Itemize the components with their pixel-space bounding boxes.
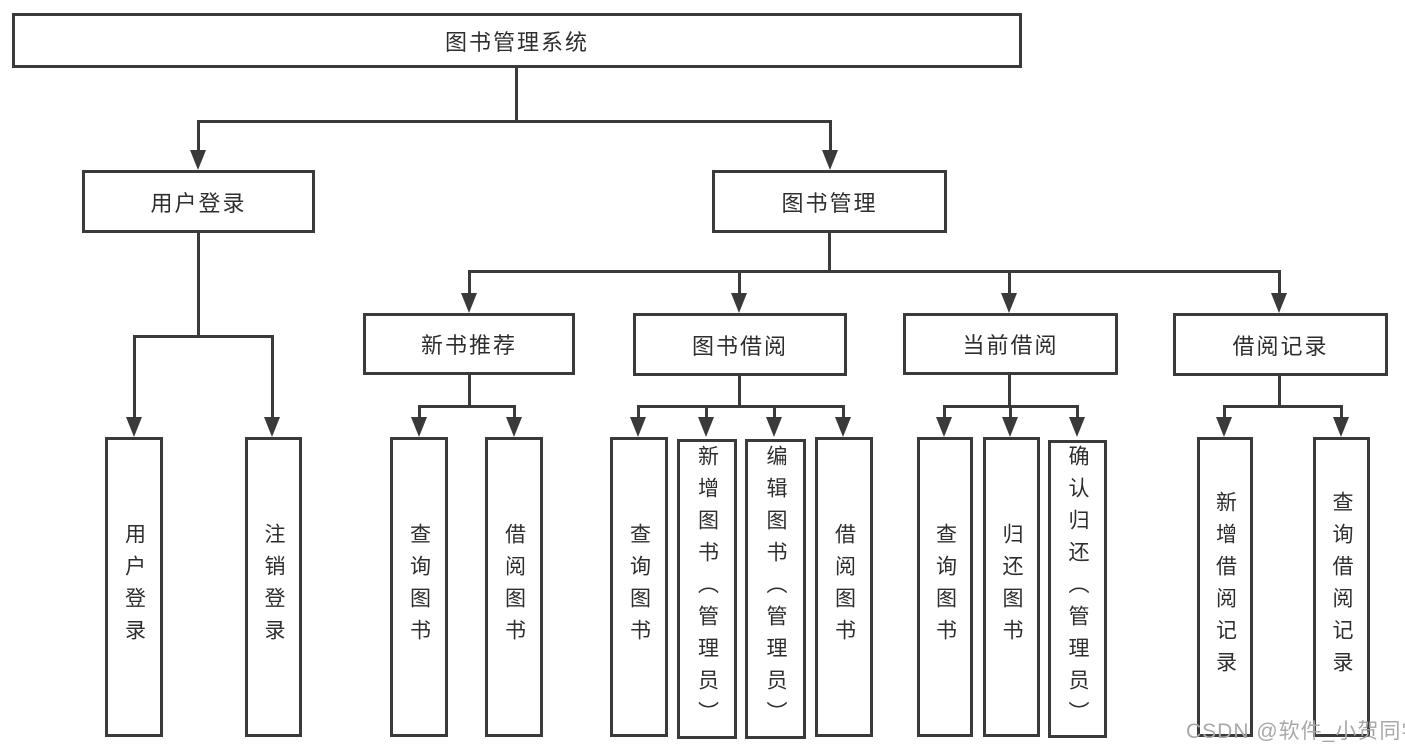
- node-label: 新增借阅记录: [1213, 491, 1237, 683]
- node-library-management-system: 图书管理系统: [12, 13, 1022, 68]
- node-label: 查询图书: [627, 523, 651, 651]
- edge-line: [1008, 375, 1011, 407]
- edge-line: [773, 405, 776, 419]
- node-label: 图书管理: [781, 190, 878, 216]
- edge-line: [513, 405, 516, 419]
- leaf-add-borrow-record: 新增借阅记录: [1197, 437, 1253, 737]
- leaf-query-books-borrowing: 查询图书: [610, 437, 668, 737]
- edge-line: [828, 233, 831, 272]
- edge-line: [271, 335, 274, 419]
- node-label: 确认归还（管理员）: [1066, 445, 1089, 733]
- node-current-borrowing: 当前借阅: [903, 313, 1118, 375]
- edge-line: [1223, 405, 1343, 408]
- node-label: 图书管理系统: [444, 29, 589, 55]
- arrow-down-icon: [698, 417, 714, 437]
- leaf-borrow-books-borrowing: 借阅图书: [815, 437, 873, 737]
- node-label: 当前借阅: [962, 333, 1059, 358]
- edge-line: [1278, 375, 1281, 407]
- edge-line: [943, 405, 946, 419]
- edge-line: [197, 233, 200, 337]
- node-label: 查询借阅记录: [1330, 491, 1353, 683]
- node-label: 图书借阅: [691, 333, 788, 359]
- node-new-book-recommendation: 新书推荐: [363, 313, 575, 375]
- leaf-add-books-admin: 新增图书（管理员）: [677, 439, 737, 739]
- arrow-down-icon: [835, 417, 851, 437]
- edge-line: [1340, 405, 1343, 419]
- edge-line: [1278, 270, 1281, 296]
- leaf-return-books: 归还图书: [983, 437, 1040, 737]
- edge-line: [468, 375, 471, 407]
- edge-line: [705, 405, 708, 419]
- edge-line: [842, 405, 845, 419]
- edge-line: [197, 120, 200, 155]
- node-label: 新书推荐: [420, 333, 517, 358]
- edge-line: [1076, 405, 1079, 419]
- arrow-down-icon: [461, 293, 477, 313]
- arrow-down-icon: [630, 417, 646, 437]
- edge-line: [829, 120, 832, 155]
- edge-line: [738, 270, 741, 296]
- arrow-down-icon: [264, 417, 280, 437]
- node-user-login: 用户登录: [82, 170, 315, 233]
- node-label: 查询图书: [933, 523, 957, 651]
- edge-line: [515, 68, 518, 121]
- arrow-down-icon: [1216, 417, 1232, 437]
- edge-line: [468, 270, 471, 296]
- node-label: 用户登录: [150, 190, 247, 216]
- node-label: 借阅图书: [502, 523, 526, 651]
- csdn-watermark: CSDN @软件_小贺同学: [1186, 720, 1405, 743]
- edge-line: [197, 120, 832, 123]
- node-label: 注销登录: [262, 523, 285, 651]
- arrow-down-icon: [766, 417, 782, 437]
- leaf-confirm-return-admin: 确认归还（管理员）: [1048, 440, 1107, 738]
- arrow-down-icon: [822, 150, 838, 170]
- arrow-down-icon: [1069, 417, 1085, 437]
- leaf-logout: 注销登录: [245, 437, 302, 737]
- arrow-down-icon: [1333, 417, 1349, 437]
- leaf-query-books-recommend: 查询图书: [390, 437, 448, 737]
- node-label: 编辑图书（管理员）: [764, 445, 787, 733]
- arrow-down-icon: [506, 417, 522, 437]
- edge-line: [1009, 405, 1012, 419]
- leaf-query-books-current: 查询图书: [917, 437, 973, 737]
- node-label: 借阅图书: [832, 523, 856, 651]
- arrow-down-icon: [190, 150, 206, 170]
- edge-line: [468, 270, 1281, 273]
- leaf-query-borrow-record: 查询借阅记录: [1313, 437, 1370, 737]
- edge-line: [133, 335, 136, 419]
- arrow-down-icon: [936, 417, 952, 437]
- node-borrowing-records: 借阅记录: [1173, 313, 1388, 376]
- arrow-down-icon: [1001, 293, 1017, 313]
- arrow-down-icon: [1002, 417, 1018, 437]
- node-label: 用户登录: [122, 523, 146, 651]
- arrow-down-icon: [126, 417, 142, 437]
- edge-line: [637, 405, 845, 408]
- leaf-user-login: 用户登录: [105, 437, 163, 737]
- node-label: 新增图书（管理员）: [695, 445, 719, 733]
- edge-line: [738, 375, 741, 407]
- leaf-edit-books-admin: 编辑图书（管理员）: [745, 439, 806, 739]
- node-book-management: 图书管理: [712, 170, 947, 233]
- arrow-down-icon: [1271, 293, 1287, 313]
- edge-line: [133, 335, 274, 338]
- edge-line: [637, 405, 640, 419]
- arrow-down-icon: [411, 417, 427, 437]
- edge-line: [1008, 270, 1011, 296]
- node-label: 查询图书: [407, 523, 431, 651]
- node-label: 归还图书: [1000, 523, 1023, 651]
- arrow-down-icon: [731, 293, 747, 313]
- node-label: 借阅记录: [1232, 333, 1329, 359]
- edge-line: [418, 405, 516, 408]
- leaf-borrow-books-recommend: 借阅图书: [485, 437, 543, 737]
- edge-line: [1223, 405, 1226, 419]
- node-book-borrowing: 图书借阅: [633, 313, 847, 376]
- edge-line: [418, 405, 421, 419]
